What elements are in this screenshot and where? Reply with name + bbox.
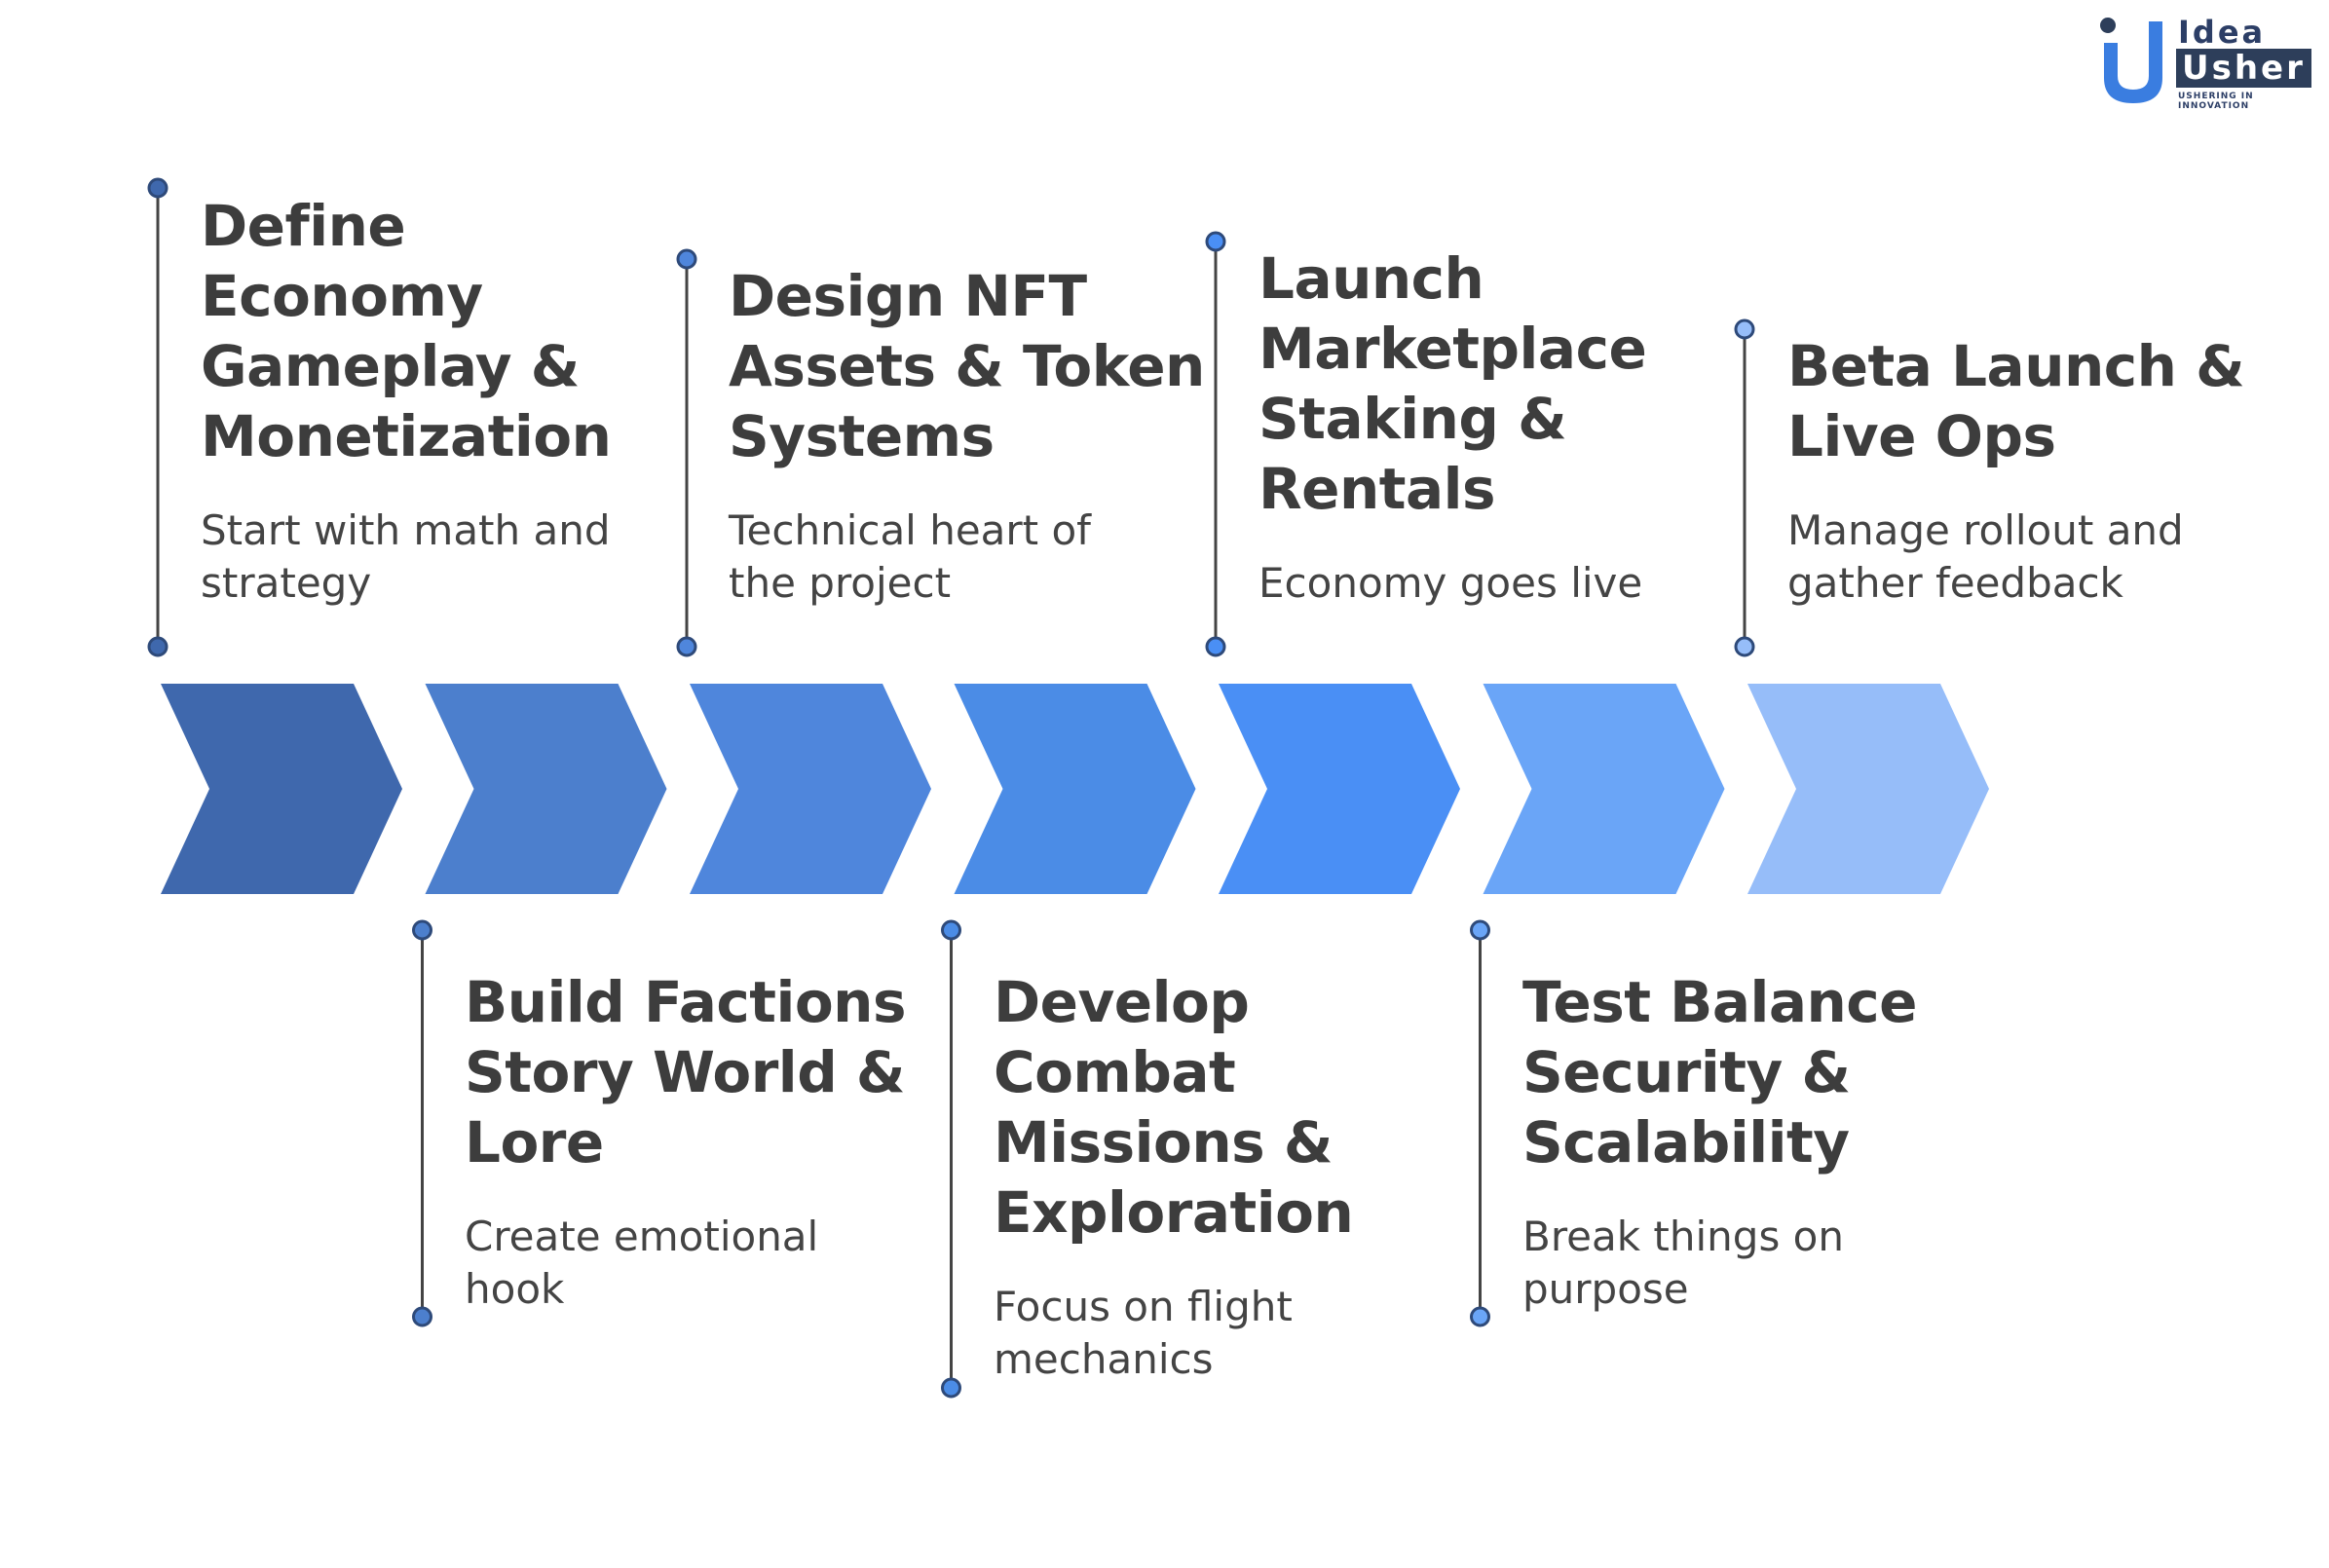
chevron-step-4 xyxy=(954,684,1196,894)
step-title: Define Economy Gameplay & Monetization xyxy=(201,193,612,469)
connector-dot-7-start xyxy=(1734,318,1755,340)
connector-dot-3-start xyxy=(676,248,697,270)
brand-logo: Idea Usher USHERING IN INNOVATION xyxy=(2094,14,2328,111)
connector-dot-6-start xyxy=(1470,919,1490,941)
step-title: Design NFT Assets & Token Systems xyxy=(729,263,1205,469)
connector-dot-1-start xyxy=(147,177,169,199)
connector-dot-2-start xyxy=(412,919,432,941)
step-title: Develop Combat Missions & Exploration xyxy=(994,969,1354,1246)
step-define-economy: Define Economy Gameplay & Monetization S… xyxy=(201,191,785,610)
logo-text-idea: Idea xyxy=(2178,14,2267,51)
step-title: Test Balance Security & Scalability xyxy=(1522,969,1918,1176)
logo-tagline: USHERING IN INNOVATION xyxy=(2178,92,2254,111)
step-build-factions: Build Factions Story World & Lore Create… xyxy=(465,967,1049,1316)
connector-dot-5-end xyxy=(1205,636,1226,657)
chevron-step-6 xyxy=(1483,684,1725,894)
step-description: Start with math and strategy xyxy=(201,506,611,607)
step-design-nft: Design NFT Assets & Token Systems Techni… xyxy=(729,261,1313,610)
logo-u-icon xyxy=(2100,18,2162,103)
connector-dot-7-end xyxy=(1734,636,1755,657)
chevron-row xyxy=(161,684,1989,894)
step-description: Break things on purpose xyxy=(1522,1213,1844,1313)
step-description: Focus on flight mechanics xyxy=(994,1283,1293,1383)
step-title: Launch Marketplace Staking & Rentals xyxy=(1258,245,1647,522)
step-beta-launch: Beta Launch & Live Ops Manage rollout an… xyxy=(1787,331,2329,610)
chevron-step-7 xyxy=(1747,684,1989,894)
chevron-step-1 xyxy=(161,684,402,894)
step-test-balance: Test Balance Security & Scalability Brea… xyxy=(1522,967,2107,1316)
step-description: Economy goes live xyxy=(1258,559,1643,607)
connector-dot-2-end xyxy=(412,1306,432,1327)
connector-dot-3-end xyxy=(676,636,697,657)
step-description: Manage rollout and gather feedback xyxy=(1787,506,2184,607)
step-description: Create emotional hook xyxy=(465,1213,819,1313)
connector-dot-5-start xyxy=(1205,231,1226,252)
step-title: Build Factions Story World & Lore xyxy=(465,969,906,1176)
connector-dot-6-end xyxy=(1470,1306,1490,1327)
logo-text-usher: Usher xyxy=(2176,49,2311,88)
connector-dot-1-end xyxy=(147,636,169,657)
connector-dot-4-end xyxy=(941,1377,961,1399)
step-develop-combat: Develop Combat Missions & Exploration Fo… xyxy=(994,967,1578,1386)
chevron-step-3 xyxy=(690,684,931,894)
step-description: Technical heart of the project xyxy=(729,506,1091,607)
connector-lines xyxy=(147,177,1755,1399)
chevron-step-5 xyxy=(1219,684,1460,894)
step-title: Beta Launch & Live Ops xyxy=(1787,333,2245,469)
connector-dot-4-start xyxy=(941,919,961,941)
chevron-step-2 xyxy=(425,684,667,894)
step-launch-marketplace: Launch Marketplace Staking & Rentals Eco… xyxy=(1258,243,1843,610)
